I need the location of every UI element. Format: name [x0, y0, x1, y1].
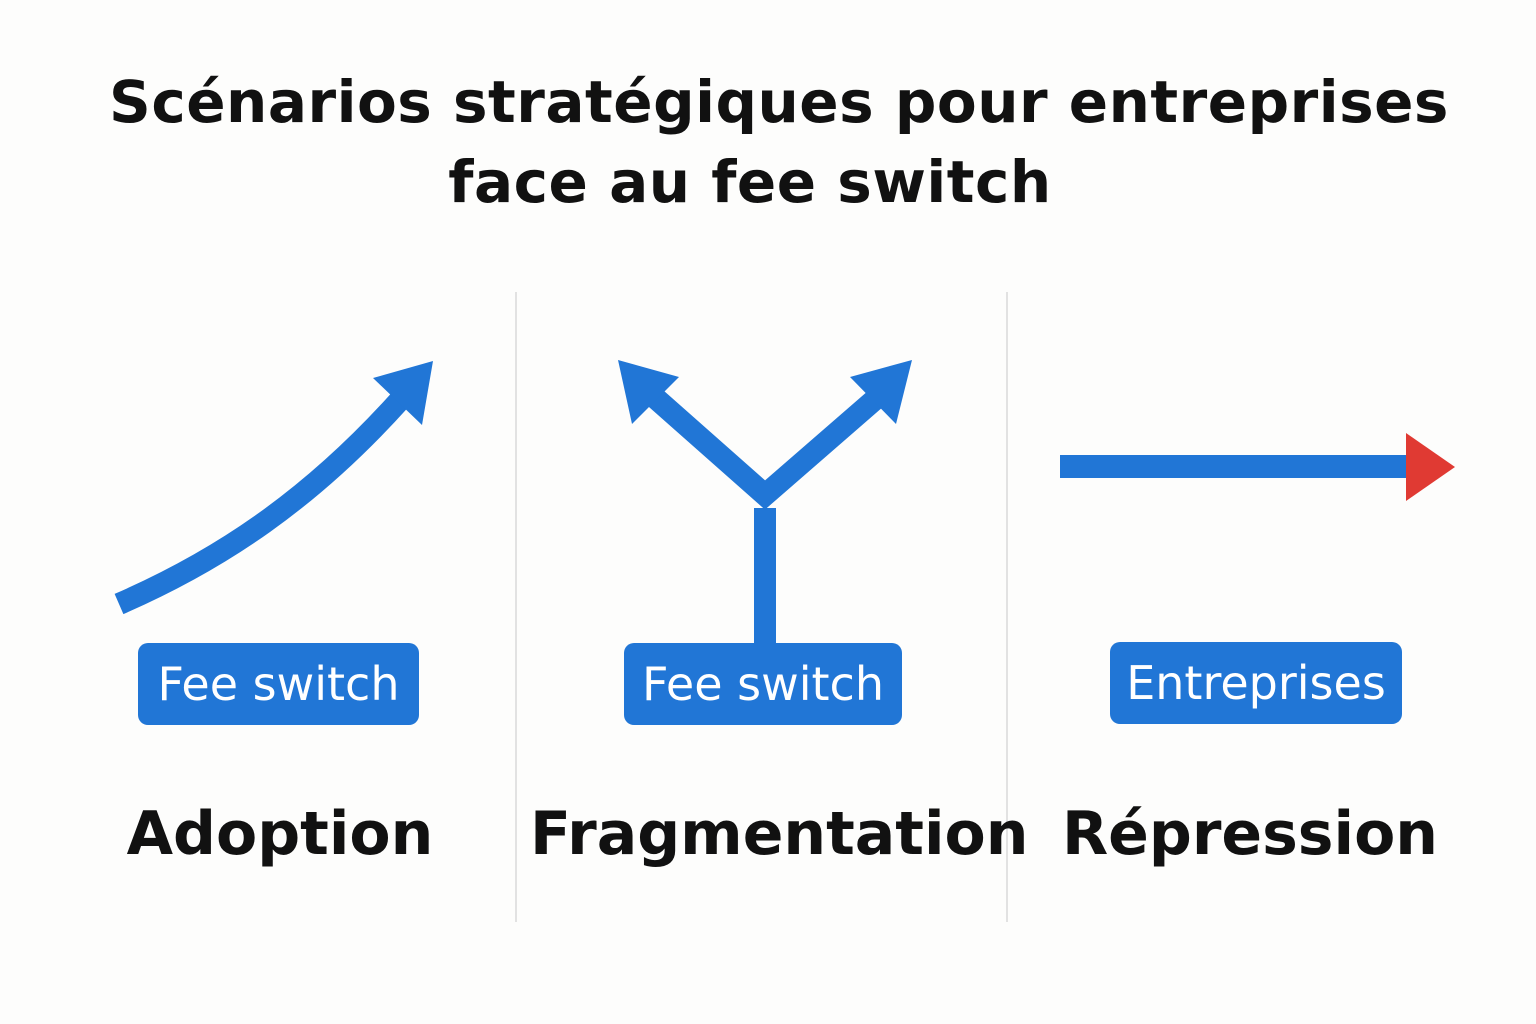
curved-up-arrow-icon	[114, 361, 433, 615]
page-title: Scénarios stratégiques pour entreprises …	[0, 62, 1536, 222]
fragmentation-badge: Fee switch	[624, 643, 902, 725]
title-line-2: face au fee switch	[448, 148, 1052, 216]
column-divider-2	[1006, 292, 1008, 922]
scenario-label-repression: Répression	[1061, 799, 1439, 869]
title-line-1: Scénarios stratégiques pour entreprises	[109, 68, 1449, 136]
scenario-label-adoption: Adoption	[126, 799, 434, 869]
scenario-label-fragmentation: Fragmentation	[530, 799, 1029, 869]
split-fork-arrow-icon	[618, 360, 912, 645]
repression-badge: Entreprises	[1110, 642, 1402, 724]
blocked-right-arrow-icon	[1060, 433, 1455, 501]
column-divider-1	[515, 292, 517, 922]
adoption-badge: Fee switch	[138, 643, 419, 725]
